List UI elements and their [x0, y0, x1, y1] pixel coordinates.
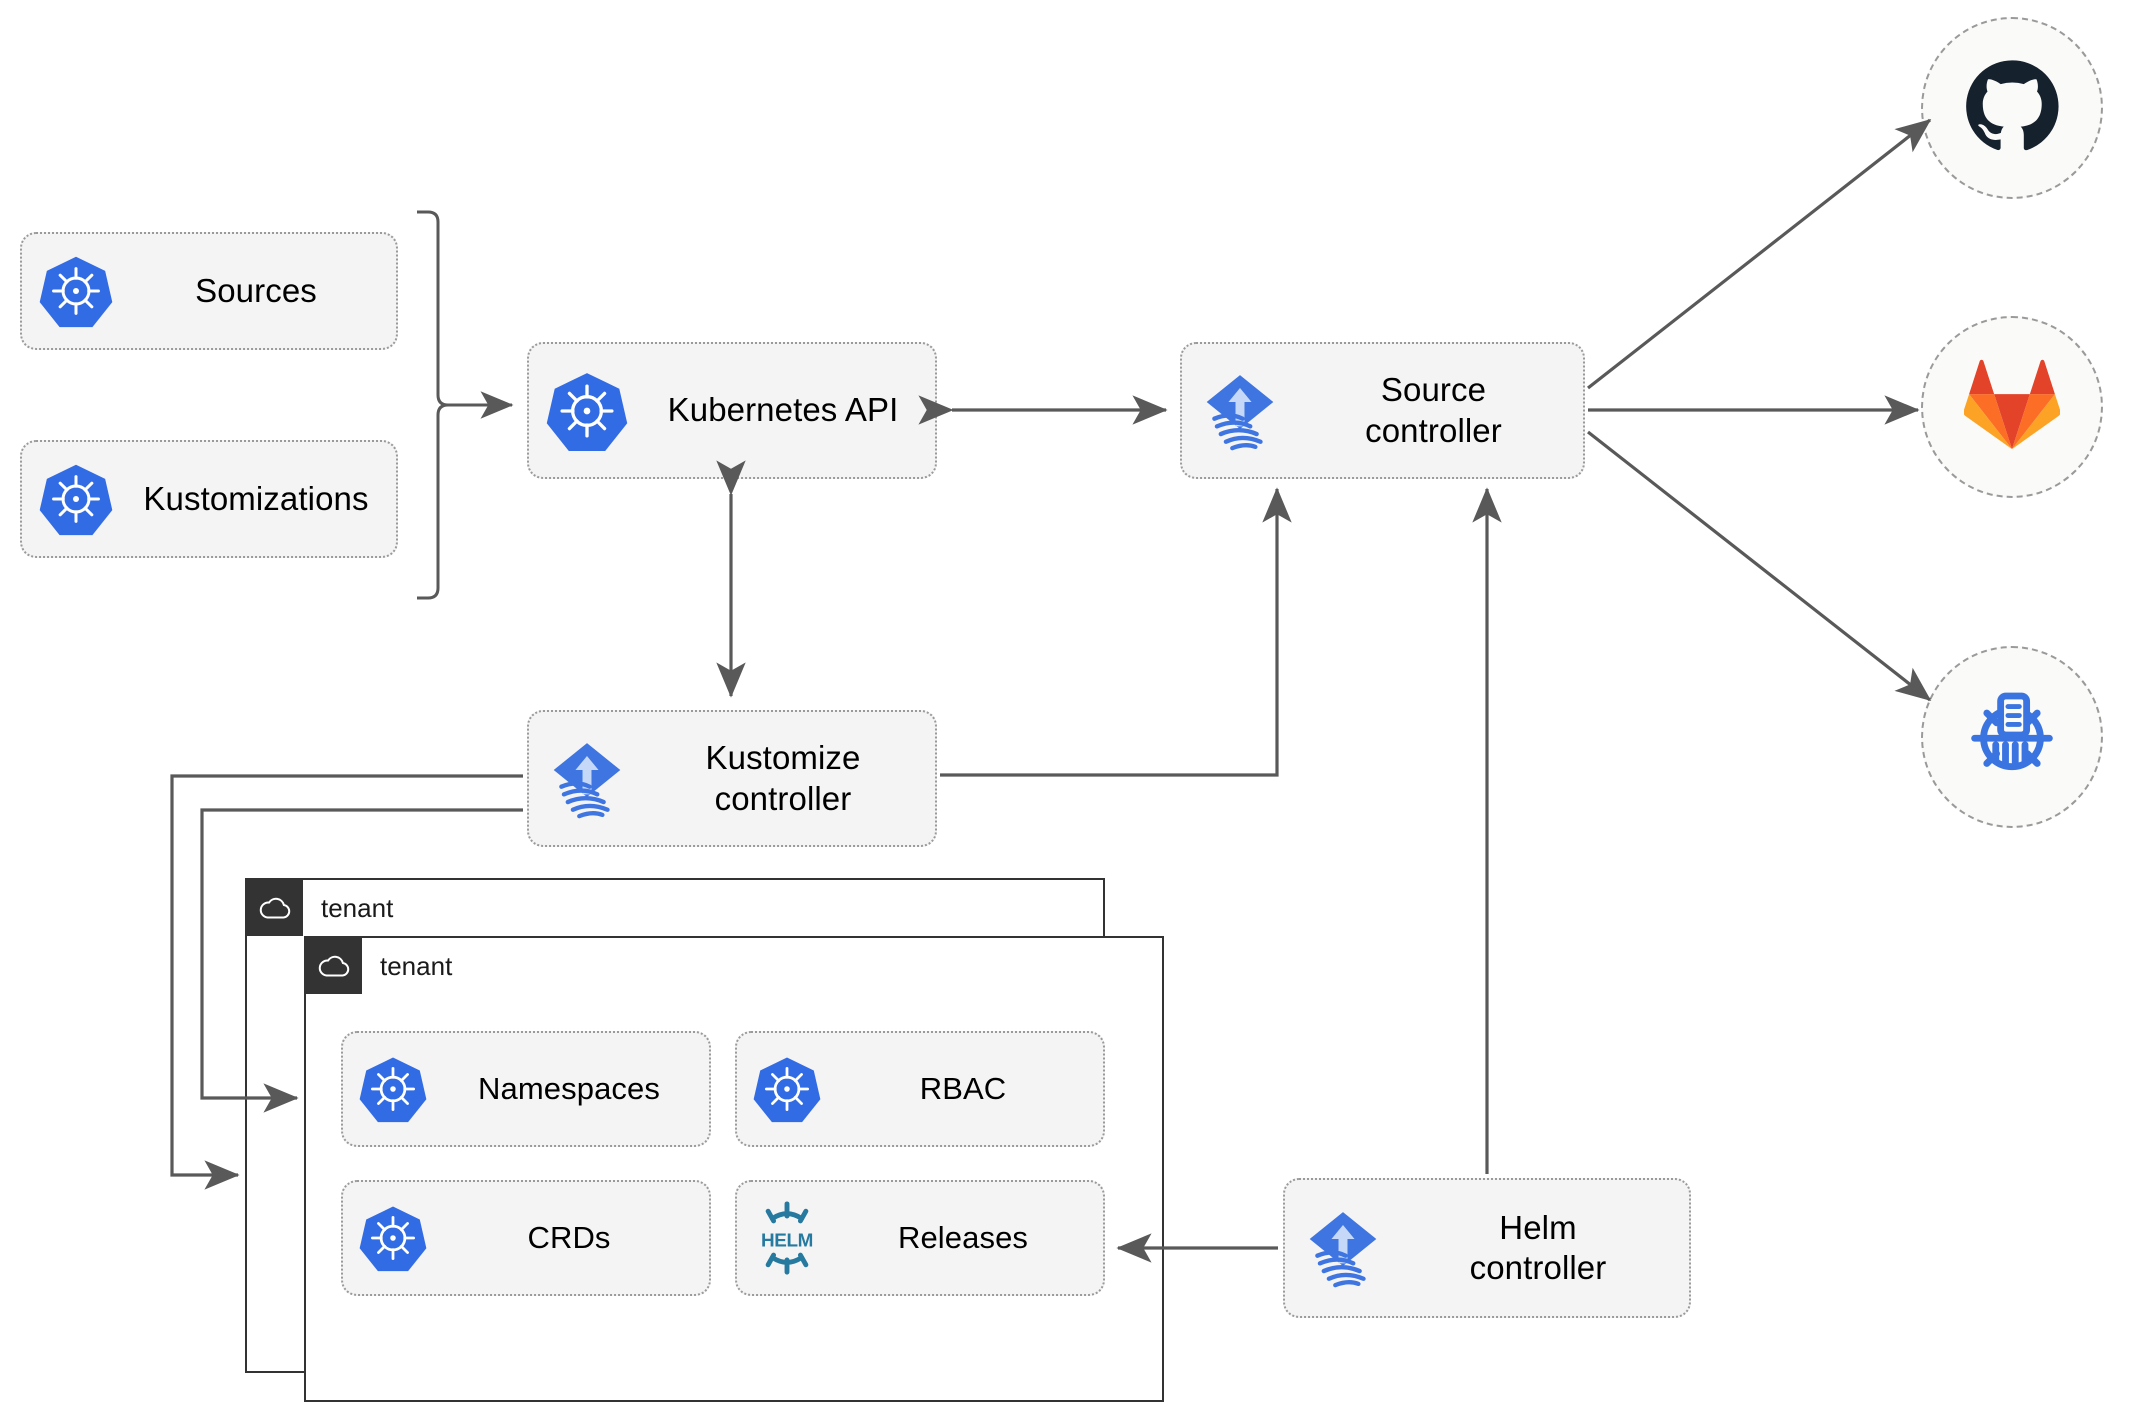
edge-source-helmrepo	[1587, 430, 1932, 702]
github-icon	[1964, 58, 2060, 159]
node-label: Namespaces	[478, 1071, 660, 1107]
node-kustomize-controller[interactable]: Kustomize controller	[527, 710, 937, 847]
node-label: Releases	[897, 1220, 1029, 1256]
tenant-label: tenant	[380, 951, 453, 981]
tenant-label: tenant	[321, 893, 394, 923]
helm-repository-icon	[1960, 683, 2064, 792]
kubernetes-icon	[22, 462, 130, 536]
flux-icon	[1285, 1207, 1401, 1289]
tenant-container-inner[interactable]: tenant	[304, 936, 1164, 1402]
provider-github[interactable]	[1921, 17, 2103, 199]
node-label: Helm controller	[1469, 1208, 1607, 1286]
provider-gitlab[interactable]	[1921, 316, 2103, 498]
node-kubernetes-api[interactable]: Kubernetes API	[527, 342, 937, 479]
node-namespaces[interactable]: Namespaces	[341, 1031, 711, 1147]
edge-kustomize-source	[940, 487, 1292, 777]
cloud-icon	[247, 880, 303, 936]
tenant-tab: tenant	[306, 938, 452, 994]
flux-icon	[529, 738, 645, 820]
node-kustomizations[interactable]: Kustomizations	[20, 440, 398, 558]
node-sources[interactable]: Sources	[20, 232, 398, 350]
node-label: Source controller	[1365, 371, 1502, 449]
node-label: Sources	[195, 271, 317, 309]
provider-helm-repository[interactable]	[1921, 646, 2103, 828]
node-label: Kustomize controller	[705, 739, 861, 817]
node-crds[interactable]: CRDs	[341, 1180, 711, 1296]
kubernetes-icon	[22, 254, 130, 328]
kubernetes-icon	[737, 1055, 837, 1123]
node-label: Kubernetes API	[667, 391, 899, 429]
node-releases[interactable]: HELM Releases	[735, 1180, 1105, 1296]
svg-text:HELM: HELM	[761, 1231, 813, 1252]
node-label: CRDs	[527, 1220, 611, 1256]
node-label: RBAC	[919, 1071, 1007, 1107]
gitlab-icon	[1963, 357, 2061, 458]
kubernetes-icon	[529, 370, 645, 452]
kubernetes-icon	[343, 1204, 443, 1272]
flux-icon	[1182, 370, 1298, 452]
helm-icon: HELM	[737, 1199, 837, 1277]
tenant-tab: tenant	[247, 880, 393, 936]
node-rbac[interactable]: RBAC	[735, 1031, 1105, 1147]
node-label: Kustomizations	[143, 479, 369, 517]
node-helm-controller[interactable]: Helm controller	[1283, 1178, 1691, 1318]
kubernetes-icon	[343, 1055, 443, 1123]
edge-source-github	[1587, 118, 1932, 390]
node-source-controller[interactable]: Source controller	[1180, 342, 1585, 479]
cloud-icon	[306, 938, 362, 994]
